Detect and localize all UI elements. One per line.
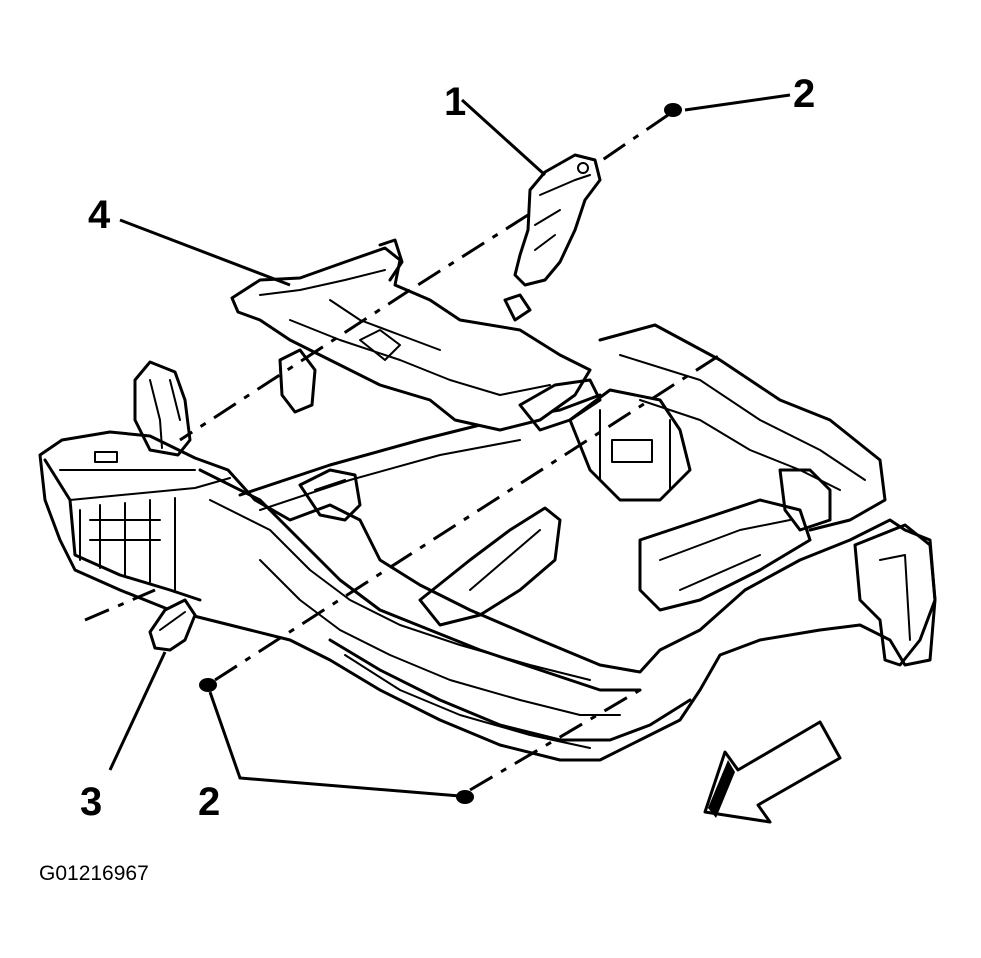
- rear-mount-bracket-icon: [148, 598, 197, 652]
- front-direction-arrow-icon: [703, 720, 842, 824]
- figure-id: G01216967: [39, 862, 149, 885]
- cradle-frame-icon: [38, 323, 937, 762]
- front-mount-bracket-icon: [513, 153, 602, 287]
- crossmember-icon: [230, 238, 602, 432]
- callout-2-bottom: 2: [198, 780, 220, 824]
- alignment-lines: [84, 113, 721, 792]
- callout-2-top: 2: [793, 72, 815, 116]
- callout-3: 3: [80, 780, 102, 824]
- leader-lines: [108, 93, 791, 798]
- callout-1: 1: [444, 80, 466, 124]
- bolt-icon: [199, 103, 682, 804]
- callout-4: 4: [88, 193, 111, 237]
